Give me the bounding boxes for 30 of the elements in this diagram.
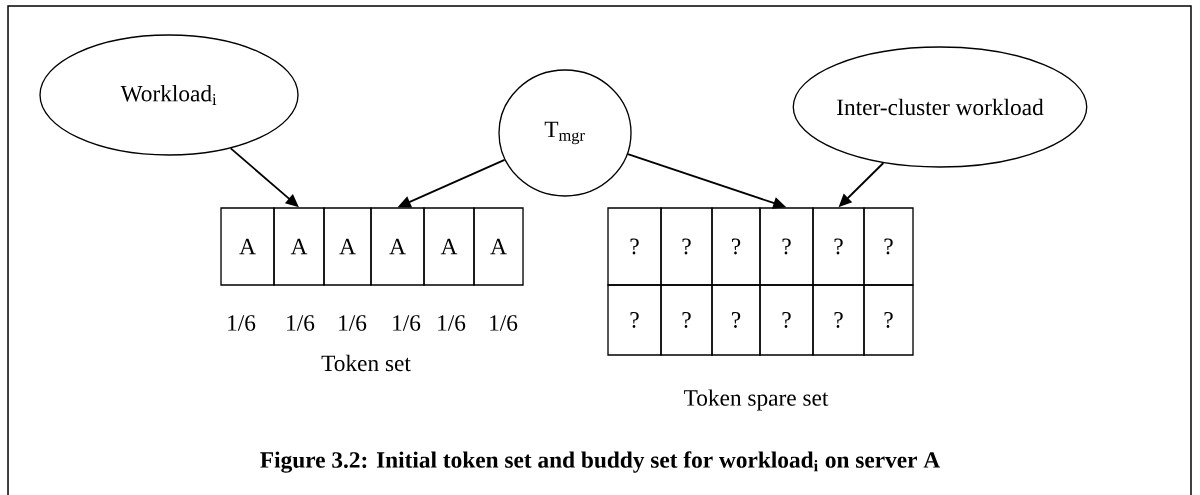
token-cell: A	[273, 207, 325, 286]
figure-caption: Figure 3.2: Initial token set and buddy set for workload$_{i}$ on server A	[260, 451, 940, 473]
token-cell: A	[370, 207, 425, 286]
ellipse-node: Workload$_{i}$	[39, 34, 299, 156]
token-cell: ?	[863, 207, 914, 286]
token-cell: ?	[863, 284, 914, 356]
token-cell: ?	[607, 284, 662, 356]
fraction-label: 1/6	[339, 315, 367, 331]
token-cell: ?	[660, 207, 713, 286]
fraction-label: 1/6	[287, 315, 315, 331]
token-cell: ?	[759, 207, 814, 286]
fraction-label: 1/6	[393, 315, 421, 331]
token-cell: A	[473, 207, 524, 286]
ellipse-node: Inter-cluster workload	[792, 46, 1088, 168]
set-label: Token set	[321, 354, 411, 372]
token-cell: ?	[759, 284, 814, 356]
token-cell: ?	[607, 207, 662, 286]
token-cell: ?	[711, 284, 761, 356]
token-cell: ?	[711, 207, 761, 286]
token-cell: A	[423, 207, 475, 286]
ellipse-node: T$_{mgr}$	[498, 69, 632, 197]
fraction-label: 1/6	[438, 315, 466, 331]
token-cell: ?	[660, 284, 713, 356]
token-cell: ?	[812, 284, 865, 356]
token-cell: ?	[812, 207, 865, 286]
token-cell: A	[220, 207, 275, 286]
set-label: Token spare set	[684, 389, 829, 411]
fraction-label: 1/6	[228, 315, 256, 331]
token-cell: A	[323, 207, 372, 286]
fraction-label: 1/6	[490, 315, 518, 331]
